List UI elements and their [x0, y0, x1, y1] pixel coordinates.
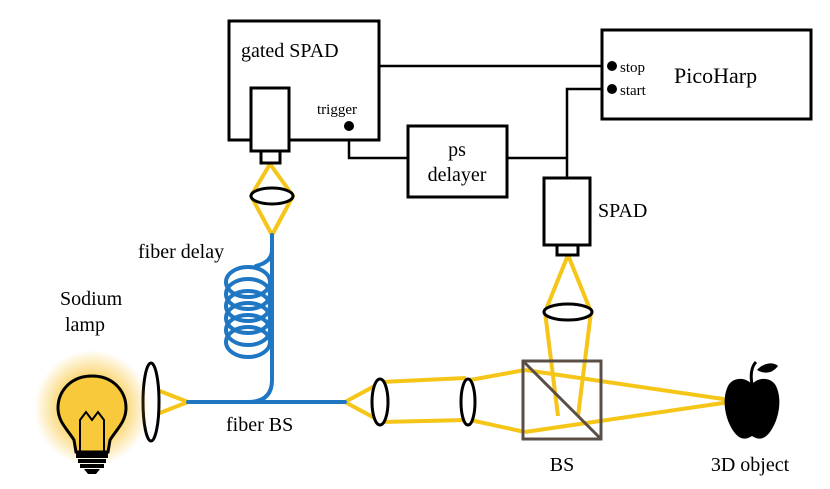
delayer-label: delayer — [428, 164, 487, 186]
apple-stem — [749, 360, 758, 385]
3d-object: 3D object — [711, 360, 790, 476]
spad-window — [555, 243, 580, 257]
lamp-label: lamp — [65, 314, 105, 336]
object-label: 3D object — [711, 454, 790, 476]
fiber-bs-label: fiber BS — [226, 414, 293, 436]
gated-spad-detector — [249, 86, 291, 153]
lamp-base-thread-2 — [80, 464, 104, 468]
apple-icon — [724, 378, 780, 439]
trigger-label: trigger — [317, 102, 357, 118]
beam-top-1 — [379, 376, 467, 384]
gated-spad-unit: gated SPAD trigger — [227, 19, 381, 165]
spad-detector — [542, 176, 592, 247]
lamp-base-thread-1 — [78, 459, 106, 463]
lamp-filament — [79, 410, 105, 452]
lamp-tip — [84, 469, 100, 474]
stop-port — [607, 61, 617, 71]
spad-unit: SPAD — [542, 176, 647, 257]
fiber-path — [186, 233, 347, 404]
first-relay-lens — [370, 377, 390, 427]
beam-top-3 — [524, 368, 731, 402]
apple-leaf — [757, 363, 778, 373]
picoharp-label: PicoHarp — [674, 63, 757, 88]
beam-top-2 — [469, 368, 526, 382]
beam-splitter: BS — [521, 359, 603, 476]
gated-spad-lens — [249, 186, 295, 206]
lamp-base — [76, 452, 108, 458]
gated-spad-window — [259, 149, 282, 165]
trigger-port — [344, 121, 354, 131]
beam-bottom-3 — [524, 400, 731, 434]
beam-bottom-2 — [469, 418, 526, 434]
fiber-delay-label: fiber delay — [138, 241, 224, 263]
bs-diagonal — [521, 359, 603, 441]
start-port — [607, 84, 617, 94]
second-relay-lens — [459, 377, 477, 427]
sodium-lamp: Sodium lamp — [34, 288, 150, 474]
stop-label: stop — [620, 60, 645, 76]
fiber-delay-coil — [224, 265, 272, 359]
gated-spad-label: gated SPAD — [241, 40, 339, 62]
start-label: start — [620, 83, 647, 99]
spad-lens — [542, 302, 594, 322]
beam-bottom-1 — [379, 418, 467, 424]
spad-label: SPAD — [598, 200, 647, 222]
bs-label: BS — [550, 454, 574, 476]
ps-label: ps — [448, 139, 466, 161]
picoharp-box — [600, 28, 813, 121]
ps-delayer-box — [406, 124, 509, 199]
start-wire — [565, 87, 612, 178]
bs-cube — [521, 359, 603, 441]
fiber-to-coil — [254, 248, 274, 268]
picoharp-unit: stop start PicoHarp — [600, 28, 813, 121]
sodium-label: Sodium — [60, 288, 123, 310]
fiber-up-segment — [246, 233, 274, 404]
ps-delayer-unit: ps delayer — [406, 124, 509, 199]
lenses — [141, 186, 594, 443]
